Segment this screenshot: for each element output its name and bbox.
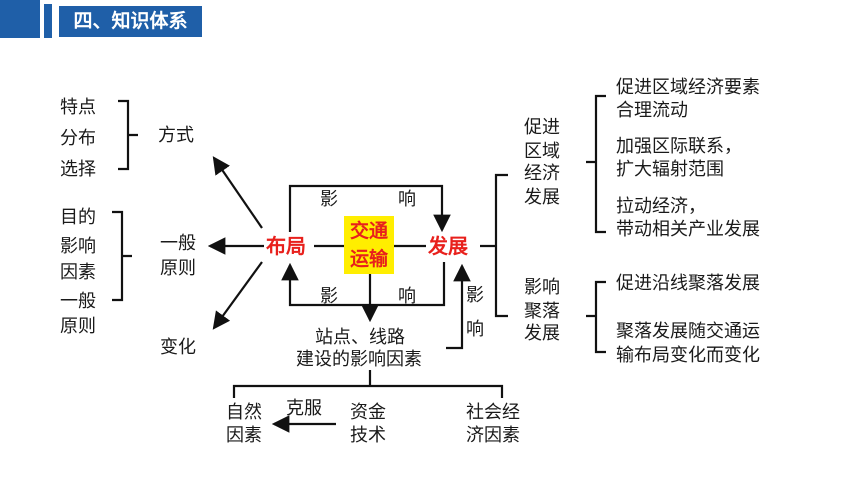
loop-label-side-2: 响	[466, 319, 484, 340]
bracket-factors	[232, 370, 504, 398]
station-line1: 站点、线路	[315, 327, 405, 348]
bracket-right-main	[480, 173, 508, 318]
regional-line1: 促进	[524, 117, 560, 138]
yiban-item-yuanze: 原则	[60, 316, 96, 337]
page-title: 四、知识体系	[59, 6, 202, 37]
factor-social-line2: 济因素	[466, 425, 520, 446]
arrow-to-fangshi	[212, 156, 263, 229]
loop-label-bottom-right: 响	[398, 286, 416, 307]
settlement-line1: 影响	[524, 277, 560, 298]
node-bianhua: 变化	[160, 337, 196, 358]
loop-top	[288, 184, 451, 233]
settlement-item2-line2: 输布局变化而变化	[616, 345, 760, 366]
loop-label-top-left: 影	[320, 189, 338, 210]
settlement-item1: 促进沿线聚落发展	[616, 273, 760, 294]
loop-label-side-1: 影	[466, 285, 484, 306]
arrow-to-bianhua	[212, 261, 263, 330]
node-yiban-line1: 一般	[160, 233, 196, 254]
yiban-item-yinsu: 因素	[60, 262, 96, 283]
bracket-fangshi	[118, 99, 138, 171]
regional-item3-line1: 拉动经济，	[616, 196, 706, 217]
regional-item2-line2: 扩大辐射范围	[616, 159, 724, 180]
factor-capital-line2: 技术	[350, 425, 386, 446]
regional-item2-line1: 加强区际联系，	[616, 136, 742, 157]
bracket-settlement	[586, 280, 606, 354]
regional-item1-line1: 促进区域经济要素	[616, 77, 760, 98]
regional-line4: 发展	[524, 187, 560, 208]
settlement-line2: 聚落	[524, 301, 560, 322]
regional-line2: 区域	[524, 141, 560, 162]
bracket-regional	[586, 94, 606, 234]
fangshi-item-xuanze: 选择	[60, 159, 96, 180]
factor-capital-line1: 资金	[350, 402, 386, 423]
node-development: 发展	[428, 234, 468, 258]
yiban-item-mudi: 目的	[60, 207, 96, 228]
header-accent-bar	[0, 0, 40, 38]
fangshi-item-tedian: 特点	[60, 97, 96, 118]
factor-social-line1: 社会经	[466, 402, 520, 423]
label-overcome: 克服	[286, 398, 322, 419]
settlement-item2-line1: 聚落发展随交通运	[616, 321, 760, 342]
loop-station-feedback	[446, 263, 471, 350]
regional-item1-line2: 合理流动	[616, 100, 688, 121]
yiban-item-yingxiang: 影响	[60, 236, 96, 257]
node-fangshi: 方式	[158, 125, 194, 146]
node-transport: 交通运输	[344, 216, 394, 274]
node-transport-label: 交通运输	[349, 220, 388, 270]
node-layout: 布局	[266, 234, 306, 258]
fangshi-item-fenbu: 分布	[60, 128, 96, 149]
loop-label-top-right: 响	[398, 189, 416, 210]
regional-item3-line2: 带动相关产业发展	[616, 219, 760, 240]
bracket-yiban	[112, 210, 132, 302]
loop-label-bottom-left: 影	[320, 286, 338, 307]
yiban-item-yiban: 一般	[60, 291, 96, 312]
regional-line3: 经济	[524, 163, 560, 184]
factor-natural-line2: 因素	[226, 425, 262, 446]
node-yiban-line2: 原则	[160, 258, 196, 279]
station-line2: 建设的影响因素	[296, 349, 422, 370]
header-accent-stripe	[44, 4, 52, 38]
factor-natural-line1: 自然	[226, 402, 262, 423]
settlement-line3: 发展	[524, 323, 560, 344]
